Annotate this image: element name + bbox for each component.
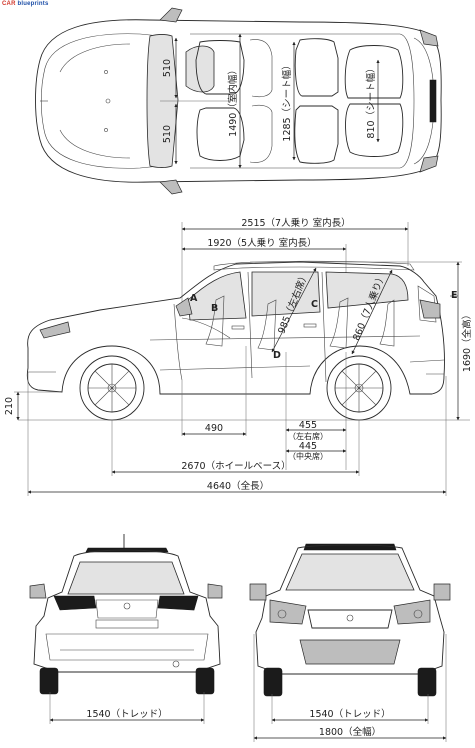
side-dim-height: 1690（全高） [461,310,473,372]
watermark-blueprints: blueprints [17,1,49,7]
watermark-car: CAR [2,1,16,7]
label-c: C [311,299,318,310]
top-dim-510-a: 510 [162,59,173,77]
front-dim-track: 1540（トレッド） [309,708,390,720]
front-dim-width: 1800（全幅） [319,726,381,738]
side-dim-455: 455 [299,420,317,431]
top-dim-510-b: 510 [162,125,173,143]
side-dim-445: 445 [299,441,317,452]
side-dim-490: 490 [205,423,223,434]
watermark-logo: CAR blueprints [2,1,49,7]
top-dim-seat-width-2nd: 810（シート幅） [365,63,377,138]
rear-dim-track: 1540（トレッド） [86,708,167,720]
label-e: E [451,290,458,301]
side-dim-445-note: （中央席） [288,451,328,461]
rear-wheel [326,355,392,421]
front-wheel [79,355,145,421]
top-dim-interior-width: 1490（室内幅） [227,65,239,137]
top-view: 510 510 1490（室内幅） 1285（シート幅） 810（シート幅） [35,7,442,195]
side-dim-455-note: （左右席） [288,431,328,441]
label-d: D [273,350,281,361]
top-dim-seat-width-3rd: 1285（シート幅） [281,60,293,141]
side-dim-ground-clearance: 210 [4,397,15,415]
side-view: 2515（7人乗り 室内長） 1920（5人乗り 室内長） [4,217,473,496]
side-dim-length: 4640（全長） [207,480,269,492]
side-dim-interior-7: 2515（7人乗り 室内長） [241,217,350,229]
label-b: B [211,303,218,314]
rear-view: 1540（トレッド） [29,534,223,724]
label-a: A [190,293,198,304]
side-dim-interior-5: 1920（5人乗り 室内長） [207,237,316,249]
side-dim-wheelbase: 2670（ホイールベース） [181,460,290,472]
front-view: 1540（トレッド） 1800（全幅） [249,543,451,742]
